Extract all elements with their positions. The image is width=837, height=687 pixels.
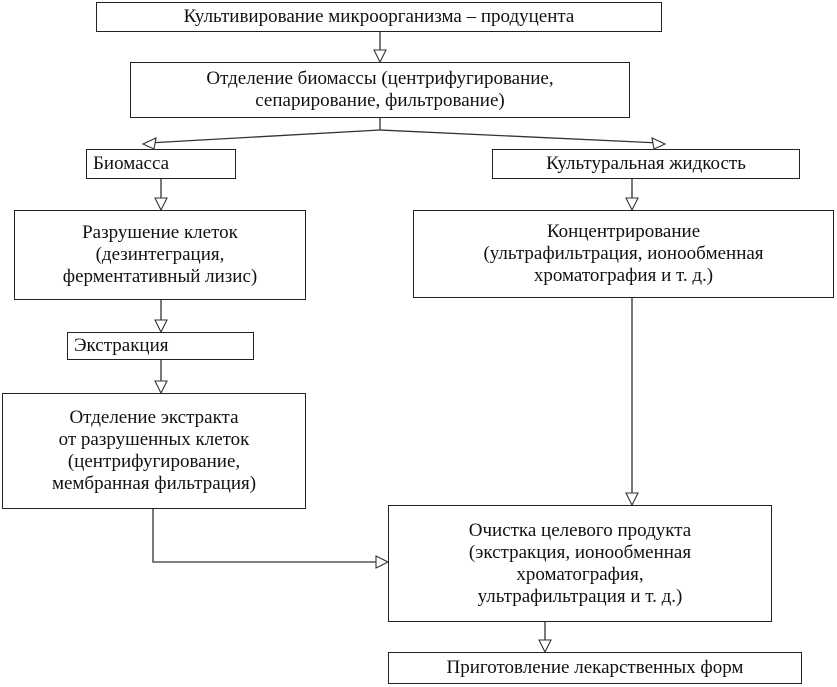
extract-separation-line-4: мембранная фильтрация) [51, 473, 257, 494]
cultivation-text: Культивирование микроорганизма – продуце… [183, 6, 575, 27]
extract-separation-line-2: от разрушенных клеток [58, 429, 250, 450]
biomass-separation-line-2: сепарирование, фильтрование) [255, 90, 505, 111]
purification-line-1: Очистка целевого продукта [468, 519, 692, 541]
extract-separation-line-3: (центрифугирование, [67, 451, 241, 472]
purification-box: Очистка целевого продукта (экстракция, и… [388, 505, 772, 622]
purification-line-4: ультрафильтрация и т. д.) [477, 585, 683, 607]
arrowhead-to-concentration [625, 197, 639, 212]
purification-line-2: (экстракция, ионообменная [468, 541, 692, 563]
biomass-text: Биомасса [93, 153, 170, 174]
arrowhead-to-culture-liquid [651, 137, 667, 150]
concentration-line-3: хроматография и т. д.) [533, 265, 714, 286]
arrowhead-to-purification-left [375, 555, 390, 569]
cell-destruction-line-2: (дезинтеграция, [95, 244, 225, 265]
biomass-separation-box: Отделение биомассы (центрифугирование, с… [130, 62, 630, 118]
biomass-box: Биомасса [86, 149, 236, 179]
arrowhead-to-biomass [141, 137, 157, 150]
connector-extract-separation-purification [152, 509, 382, 563]
dosage-forms-box: Приготовление лекарственных форм [388, 652, 802, 684]
extraction-text: Экстракция [74, 335, 169, 356]
extract-separation-line-1: Отделение экстракта [69, 407, 239, 428]
cultivation-box: Культивирование микроорганизма – продуце… [96, 2, 662, 32]
arrowhead-to-dosage-forms [538, 639, 552, 654]
extract-separation-box: Отделение экстракта от разрушенных клето… [2, 393, 306, 509]
cell-destruction-box: Разрушение клеток (дезинтеграция, фермен… [14, 210, 306, 300]
arrowhead-to-purification-top [625, 492, 639, 507]
arrowhead-to-destruction [154, 197, 168, 212]
connector-split-to-culture-liquid [379, 129, 661, 144]
culture-liquid-text: Культуральная жидкость [546, 153, 746, 174]
arrowhead-to-separation [373, 49, 387, 64]
cell-destruction-line-1: Разрушение клеток [82, 222, 238, 243]
connector-split-to-biomass [147, 129, 381, 144]
culture-liquid-box: Культуральная жидкость [492, 149, 800, 179]
extraction-box: Экстракция [67, 332, 254, 360]
biomass-separation-line-1: Отделение биомассы (центрифугирование, [206, 68, 554, 89]
cell-destruction-line-3: ферментативный лизис) [62, 266, 258, 287]
concentration-line-2: (ультрафильтрация, ионообменная [483, 243, 764, 264]
purification-line-3: хроматография, [516, 563, 644, 585]
arrowhead-to-extraction [154, 319, 168, 334]
concentration-box: Концентрирование (ультрафильтрация, ионо… [413, 210, 834, 298]
arrowhead-to-extract-separation [154, 380, 168, 395]
concentration-line-1: Концентрирование [546, 221, 701, 242]
dosage-forms-text: Приготовление лекарственных форм [446, 657, 744, 678]
